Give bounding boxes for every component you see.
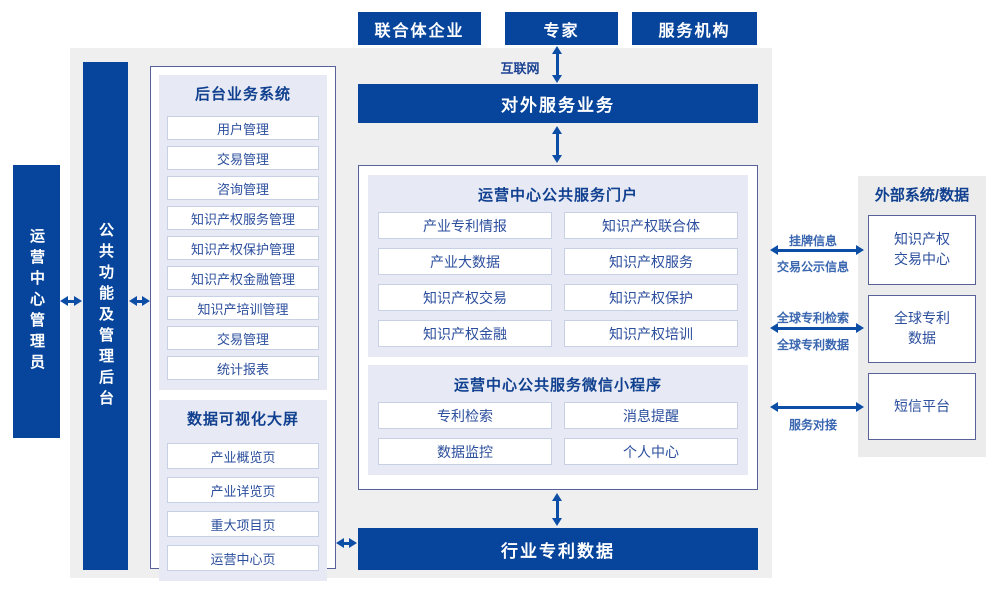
backend-item: 咨询管理 (167, 176, 319, 200)
operator-box: 运营中心管理员 (13, 165, 60, 438)
portal-item: 产业大数据 (378, 248, 552, 275)
dashboard-item: 产业详览页 (167, 477, 319, 503)
arrow-portal-patentdata-vertical (552, 493, 562, 526)
arrow-dashboard-patentdata (336, 538, 357, 548)
actor-box-union: 联合体企业 (358, 12, 481, 45)
portal-item: 产业专利情报 (378, 212, 552, 239)
external-system-box-global-patent: 全球专利 数据 (868, 295, 976, 363)
backend-item: 用户管理 (167, 116, 319, 140)
portal-item: 知识产权联合体 (564, 212, 738, 239)
backend-item: 知识产权金融管理 (167, 266, 319, 290)
internet-label: 互联网 (500, 61, 540, 76)
portal-item: 知识产权金融 (378, 320, 552, 347)
portal-items-grid: 产业专利情报 知识产权联合体 产业大数据 知识产权服务 知识产权交易 知识产权保… (378, 212, 738, 347)
portal-title: 运营中心公共服务门户 (477, 187, 638, 204)
arrow-backend-systems (129, 296, 150, 306)
arrow-external-global-patent (770, 323, 864, 333)
arrow-external-trade-center (770, 245, 864, 255)
portal-item: 知识产权服务 (564, 248, 738, 275)
backend-system-panel: 后台业务系统 用户管理 交易管理 咨询管理 知识产权服务管理 知识产权保护管理 … (159, 75, 327, 390)
external-panel-title: 外部系统/数据 (874, 187, 970, 204)
link2-bottom-label: 全球专利数据 (776, 338, 849, 352)
portal-section: 运营中心公共服务门户 产业专利情报 知识产权联合体 产业大数据 知识产权服务 知… (368, 175, 748, 357)
admin-backend-bar: 公共功能及管理后台 (83, 62, 128, 570)
link1-bottom-label: 交易公示信息 (776, 260, 849, 274)
miniprogram-section: 运营中心公共服务微信小程序 专利检索 消息提醒 数据监控 个人中心 (368, 365, 748, 475)
arrow-internet-vertical (552, 46, 562, 83)
portal-item: 知识产权保护 (564, 284, 738, 311)
miniprogram-title: 运营中心公共服务微信小程序 (453, 377, 662, 394)
dashboard-item: 重大项目页 (167, 511, 319, 537)
external-system-box-sms-platform: 短信平台 (868, 373, 976, 440)
backend-item: 知识产权服务管理 (167, 206, 319, 230)
miniprogram-item: 数据监控 (378, 438, 552, 465)
backend-item: 交易管理 (167, 326, 319, 350)
miniprogram-items-grid: 专利检索 消息提醒 数据监控 个人中心 (378, 402, 738, 465)
external-service-bar: 对外服务业务 (358, 84, 758, 123)
backend-item: 统计报表 (167, 356, 319, 380)
external-system-box-trade-center: 知识产权 交易中心 (868, 215, 976, 285)
link2-top-label: 全球专利检索 (776, 311, 849, 325)
dashboard-title: 数据可视化大屏 (186, 411, 299, 428)
backend-system-title: 后台业务系统 (194, 86, 291, 103)
miniprogram-item: 专利检索 (378, 402, 552, 429)
backend-item: 知识产培训管理 (167, 296, 319, 320)
portal-item: 知识产权培训 (564, 320, 738, 347)
center-services-container: 运营中心公共服务门户 产业专利情报 知识产权联合体 产业大数据 知识产权服务 知… (358, 165, 758, 490)
miniprogram-item: 个人中心 (564, 438, 738, 465)
backend-item: 知识产权保护管理 (167, 236, 319, 260)
left-systems-container: 后台业务系统 用户管理 交易管理 咨询管理 知识产权服务管理 知识产权保护管理 … (150, 66, 336, 581)
miniprogram-item: 消息提醒 (564, 402, 738, 429)
backend-item: 交易管理 (167, 146, 319, 170)
arrow-service-portal-vertical (552, 126, 562, 163)
arrow-external-sms (770, 402, 864, 412)
portal-item: 知识产权交易 (378, 284, 552, 311)
dashboard-panel: 数据可视化大屏 产业概览页 产业详览页 重大项目页 运营中心页 (159, 400, 327, 581)
dashboard-item: 产业概览页 (167, 443, 319, 469)
actor-box-expert: 专家 (505, 12, 618, 45)
link1-top-label: 挂牌信息 (788, 234, 837, 248)
industry-patent-data-bar: 行业专利数据 (358, 528, 758, 570)
actor-box-agency: 服务机构 (632, 12, 757, 45)
dashboard-item: 运营中心页 (167, 545, 319, 571)
link3-bottom-label: 服务对接 (788, 418, 837, 432)
arrow-operator-backend (60, 296, 82, 306)
